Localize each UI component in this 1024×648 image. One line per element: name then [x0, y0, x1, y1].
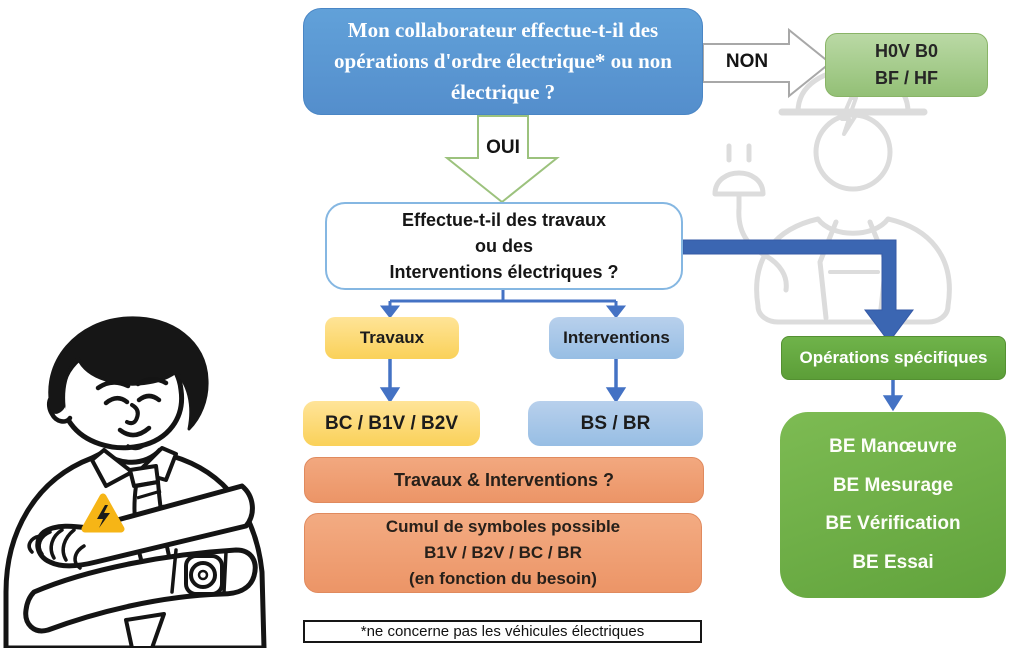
lightning-bolt-watermark-icon — [840, 96, 860, 136]
non-arrow — [702, 27, 832, 99]
be-item: BE Manœuvre — [829, 436, 957, 458]
be-item: BE Mesurage — [832, 474, 954, 496]
h0v-b0-box: H0V B0 BF / HF — [825, 33, 988, 97]
travaux-et-interventions-box: Travaux & Interventions ? — [304, 457, 704, 503]
question-operations-line: électrique ? — [450, 80, 556, 104]
bs-br-box: BS / BR — [528, 401, 703, 446]
elbow-arrow — [682, 239, 914, 343]
question-travaux-box: Effectue-t-il des travaux ou des Interve… — [325, 202, 683, 290]
cumul-symboles-box: Cumul de symboles possible B1V / B2V / B… — [304, 513, 702, 593]
man-tie-tip — [124, 612, 166, 648]
bc-b1v-b2v-box: BC / B1V / B2V — [303, 401, 480, 446]
warning-triangle-icon — [81, 493, 125, 533]
footnote-box: *ne concerne pas les véhicules électriqu… — [303, 620, 702, 643]
interventions-arrow — [605, 359, 627, 404]
h0v-line: H0V B0 — [874, 41, 939, 61]
question-operations-line: opérations d'ordre électrique* ou non — [334, 49, 672, 73]
be-habilitations-box: BE Manœuvre BE Mesurage BE Vérification … — [780, 412, 1006, 598]
be-item: BE Essai — [852, 551, 934, 573]
question-travaux-line: Effectue-t-il des travaux — [401, 210, 607, 230]
travaux-box: Travaux — [325, 317, 459, 359]
question-travaux-line: Interventions électriques ? — [389, 262, 619, 282]
lightning-bolt-icon — [97, 505, 110, 528]
travaux-arrow — [379, 359, 401, 404]
h0v-line: BF / HF — [875, 68, 938, 88]
question-travaux-line: ou des — [474, 236, 533, 256]
cumul-line: (en fonction du besoin) — [409, 569, 597, 588]
question-operations-line: Mon collaborateur effectue-t-il des — [347, 18, 659, 42]
man-head — [47, 316, 209, 451]
cumul-line: Cumul de symboles possible — [385, 517, 621, 536]
plug-icon — [712, 143, 789, 293]
man-fingers — [27, 528, 86, 570]
be-item: BE Vérification — [825, 513, 961, 535]
specific-ops-arrow — [882, 380, 904, 412]
branch-connector — [379, 290, 627, 319]
watch-icon — [184, 554, 224, 596]
cumul-line: B1V / B2V / BC / BR — [424, 543, 582, 562]
man-hair — [48, 316, 209, 431]
oui-arrow — [444, 115, 560, 204]
non-label: NON — [725, 51, 769, 72]
operations-specifiques-box: Opérations spécifiques — [781, 336, 1006, 380]
cartoon-man-illustration — [3, 316, 267, 648]
question-operations-box: Mon collaborateur effectue-t-il des opér… — [303, 8, 703, 115]
interventions-box: Interventions — [549, 317, 684, 359]
electrician-head — [813, 112, 893, 192]
man-face-features — [95, 377, 169, 451]
oui-label: OUI — [486, 137, 520, 158]
